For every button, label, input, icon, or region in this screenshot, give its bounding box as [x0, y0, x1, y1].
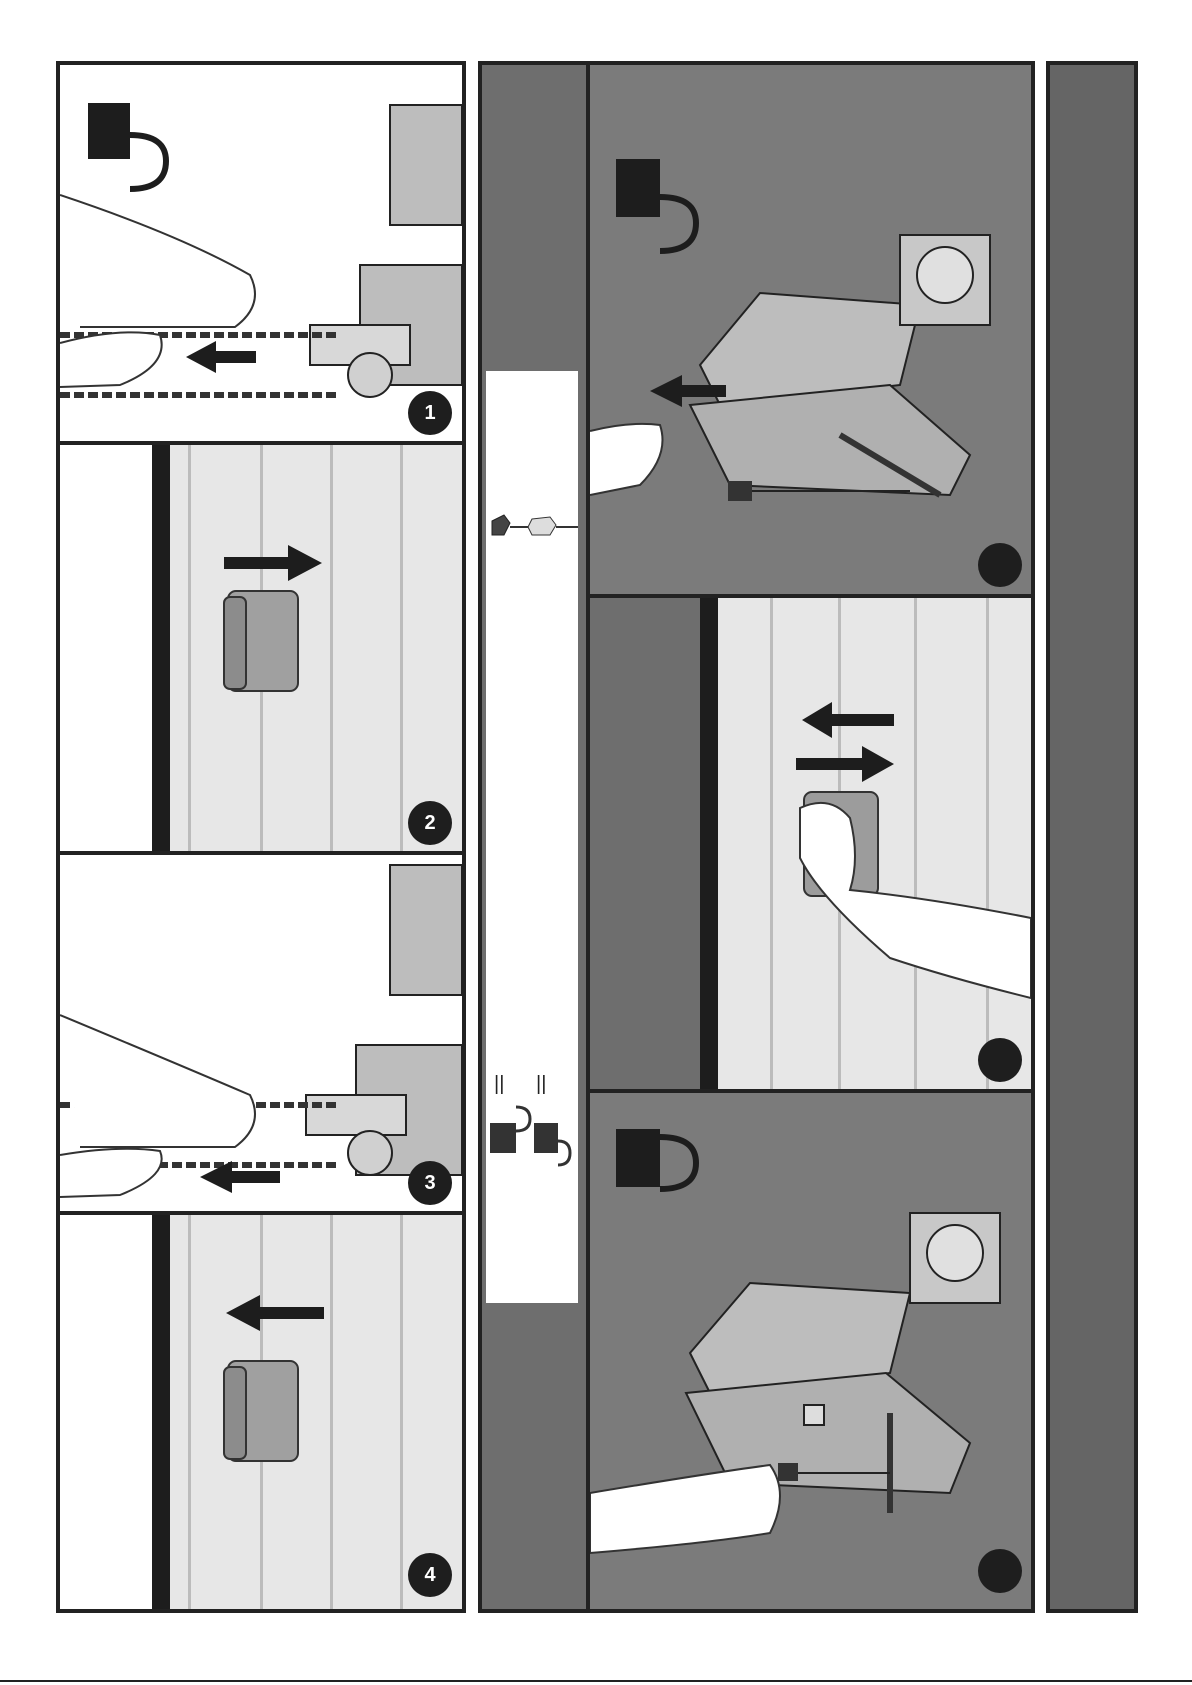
hand-icon [800, 803, 1031, 998]
step-panel-2: 2 [60, 445, 462, 855]
step-panel-1: 1 [60, 65, 462, 445]
chain-motor-illustration [60, 65, 462, 445]
release-knob-icon [492, 515, 578, 535]
step-number-badge: 2 [408, 801, 452, 845]
gear-motor-icon [306, 865, 462, 1175]
step-number-badge: 4 [408, 1553, 452, 1597]
step-panel-3: 3 [60, 855, 462, 1215]
legend-separator-2: || [536, 1073, 546, 1096]
arrow-icon [796, 702, 894, 782]
middle-step-column: || || [478, 61, 1035, 1613]
hand-icon [60, 1015, 255, 1147]
legend-panel: || || [486, 371, 578, 1303]
right-side-strip [1046, 61, 1138, 1613]
padlock-open-icon [88, 103, 166, 189]
step-panel-7 [590, 1093, 1031, 1609]
padlock-open-icon [534, 1123, 570, 1165]
hand-icon [590, 1465, 780, 1553]
step-number-badge [978, 1549, 1022, 1593]
gear-motor-icon [686, 1213, 1000, 1513]
step-number-badge: 3 [408, 1161, 452, 1205]
padlock-closed-icon [490, 1107, 530, 1153]
motor-lock-illustration [590, 1093, 1031, 1609]
legend-separator-1: || [494, 1073, 504, 1096]
motor-release-illustration [590, 65, 1031, 598]
hand-icon [60, 195, 255, 327]
chain-motor-illustration [60, 855, 462, 1215]
arrow-icon [224, 545, 322, 581]
step-number-badge [978, 543, 1022, 587]
left-step-column: 1 2 [56, 61, 466, 1613]
step-panel-4: 4 [60, 1215, 462, 1609]
step-panel-6 [590, 598, 1031, 1093]
page-bottom-rule [0, 1680, 1192, 1682]
release-knob-icon [728, 481, 752, 501]
step-number-badge [978, 1038, 1022, 1082]
arrow-icon [226, 1295, 324, 1331]
step-panel-5 [590, 65, 1031, 598]
step-number-badge: 1 [408, 391, 452, 435]
gear-motor-icon [310, 105, 462, 397]
padlock-closed-icon [616, 1129, 696, 1189]
padlock-open-icon [616, 159, 696, 251]
arrow-icon [200, 1161, 280, 1193]
release-knob-icon [778, 1463, 798, 1481]
arrow-icon [186, 341, 256, 373]
door-handle-icon [224, 591, 298, 691]
hand-icon [590, 424, 663, 495]
gear-motor-icon [690, 235, 990, 495]
legend-strip: || || [482, 65, 590, 1609]
door-handle-icon [224, 1361, 298, 1461]
